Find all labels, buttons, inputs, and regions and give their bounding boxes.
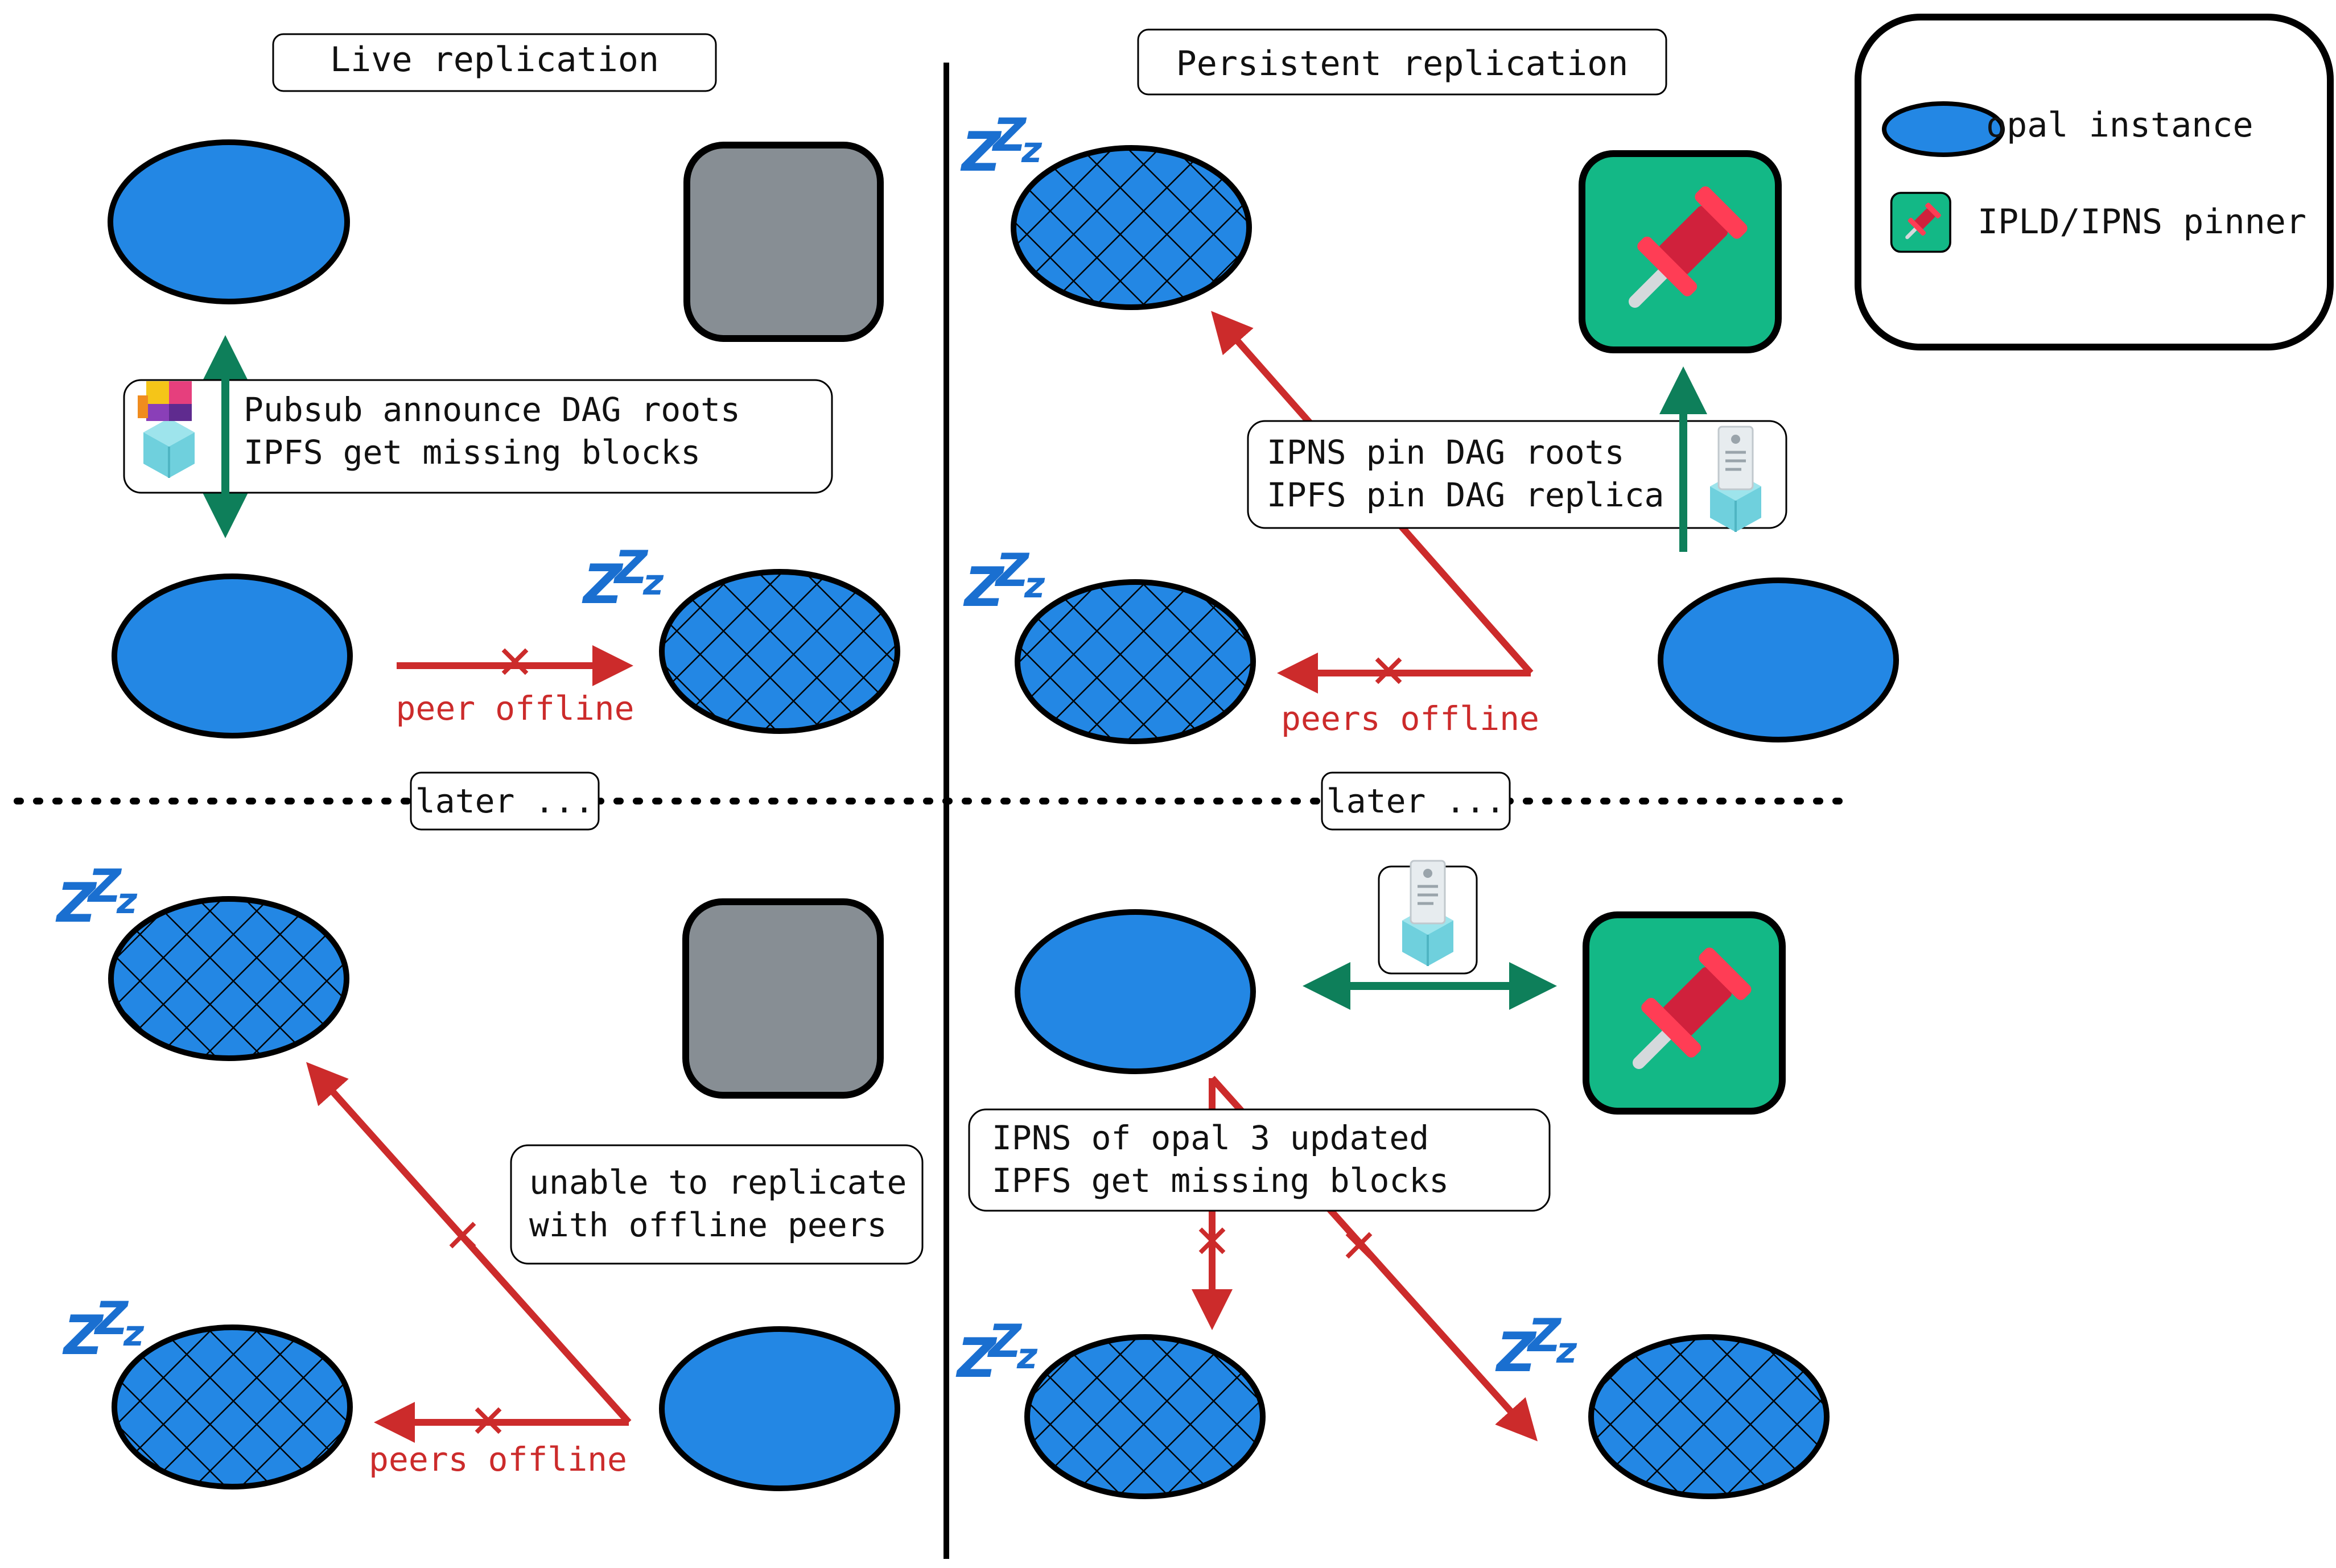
live-replication-title: Live replication: [272, 33, 717, 92]
legend: opal instance IPLD/IPNS pinner: [1855, 14, 2334, 350]
sleep-zzz-icon: [55, 860, 138, 935]
sleep-zzz-icon: [955, 1315, 1038, 1390]
peers-offline-label: peers offline: [369, 1440, 627, 1479]
peer-offline-label: peer offline: [395, 689, 634, 728]
ipns-record-box-icon: [1402, 861, 1453, 966]
offline-cross-icon: ✕: [469, 1395, 507, 1448]
offline-cross-icon: ✕: [443, 1210, 481, 1262]
persistent-top-note: IPNS pin DAG roots IPFS pin DAG replica: [1247, 420, 1787, 529]
persistent-replication-title: Persistent replication: [1137, 28, 1667, 96]
offline-cross-icon: ✕: [496, 636, 534, 689]
opal-3-node: [1658, 577, 1899, 742]
pinner-node: [1582, 154, 1778, 350]
sleep-zzz-icon: [960, 109, 1043, 184]
pinner-pushpin-icon: [1892, 193, 1951, 252]
later-label-left: later ...: [410, 771, 600, 831]
opal-2-node: [112, 573, 353, 738]
later-label-right: later ...: [1321, 771, 1511, 831]
note-line1: IPNS of opal 3 updated: [992, 1119, 1429, 1157]
note-line1: Pubsub announce DAG roots: [244, 390, 740, 429]
live-title-text: Live replication: [330, 40, 659, 80]
offline-arrow-to-opal-1: [306, 1062, 632, 1425]
opal-1-node-offline: [108, 896, 349, 1061]
legend-opal-label: opal instance: [1986, 105, 2253, 145]
sleep-zzz-icon: [62, 1292, 145, 1367]
offline-cross-icon: ✕: [1193, 1215, 1231, 1268]
offline-cross-icon: ✕: [1369, 645, 1407, 698]
note-line2: IPFS pin DAG replica: [1267, 476, 1664, 514]
gray-node: [683, 142, 884, 342]
pinner-node: [1586, 915, 1782, 1111]
note-line1: unable to replicate: [529, 1163, 907, 1202]
persistent-bottom-note: IPNS of opal 3 updated IPFS get missing …: [968, 1108, 1551, 1212]
peers-offline-label: peers offline: [1281, 699, 1539, 738]
opal-2-node-offline: [1015, 579, 1256, 744]
sleep-zzz-icon: [1495, 1309, 1577, 1384]
ipns-record-box-icon: [1710, 427, 1761, 532]
opal-2-node-offline: [112, 1324, 353, 1489]
note-line1: IPNS pin DAG roots: [1267, 433, 1625, 472]
opal-1-node: [108, 139, 350, 304]
later-left-text: later ...: [415, 782, 594, 820]
legend-pinner-label: IPLD/IPNS pinner: [1977, 202, 2306, 242]
opal-3-node-offline: [659, 569, 900, 734]
later-right-text: later ...: [1326, 782, 1505, 820]
gray-node: [682, 898, 884, 1099]
opal-instance-icon: [1882, 101, 2005, 157]
opal-3-node: [659, 1326, 900, 1491]
note-line2: IPFS get missing blocks: [244, 433, 701, 472]
opal-1-node-offline: [1024, 1334, 1266, 1499]
persistent-title-text: Persistent replication: [1176, 44, 1629, 84]
opal-2-node-offline: [1588, 1334, 1830, 1499]
opal-1-node-offline: [1011, 145, 1252, 310]
live-top-note: Pubsub announce DAG roots IPFS get missi…: [123, 379, 833, 494]
sleep-zzz-icon: [582, 541, 664, 616]
opal-3-node: [1015, 909, 1256, 1074]
live-bottom-note: unable to replicate with offline peers: [510, 1144, 924, 1265]
sleep-zzz-icon: [963, 544, 1045, 619]
offline-cross-icon: ✕: [1340, 1220, 1378, 1273]
note-line2: IPFS get missing blocks: [992, 1161, 1449, 1200]
note-line2: with offline peers: [529, 1206, 887, 1244]
